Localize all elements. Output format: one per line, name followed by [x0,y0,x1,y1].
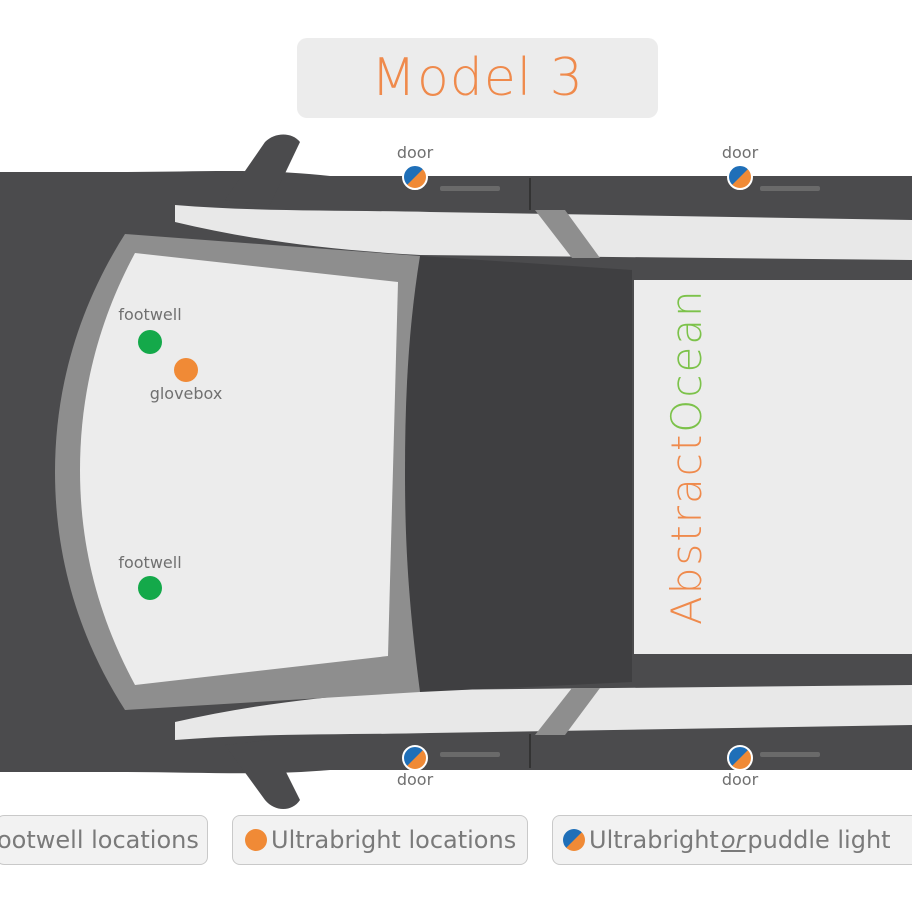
footwell-marker [138,330,162,354]
door-handle [440,752,500,757]
page-title: Model 3 [297,38,658,118]
puddle-light-marker [402,164,428,190]
glovebox-marker [174,358,198,382]
door-label: door [396,143,434,162]
pillar-bottom [535,688,600,735]
puddle-light-marker [727,164,753,190]
legend-footwell: ootwell locations [0,815,208,865]
side-window-top [175,205,912,260]
legend-puddle-label-2: puddle light [747,826,891,854]
door-handle [760,752,820,757]
door-handle [760,186,820,191]
puddle-light-marker [402,745,428,771]
legend-footwell-label: ootwell locations [0,826,199,854]
door-handle [440,186,500,191]
footwell-label: footwell [118,305,182,324]
rear-glass [634,280,912,654]
footwell-marker [138,576,162,600]
side-window-bottom [175,685,912,740]
windshield-glass [80,253,398,685]
glovebox-label: glovebox [149,384,223,403]
legend-puddle-label-1: Ultrabright [589,826,719,854]
orange-dot-icon [245,829,267,851]
legend-ultrabright: Ultrabright locations [232,815,528,865]
footwell-label: footwell [118,553,182,572]
door-label: door [721,770,759,789]
pillar-top [535,210,600,258]
mirror-bottom [225,740,300,809]
brand-part1: Abstract [662,432,711,625]
legend-puddle: Ultrabright or puddle light [552,815,912,865]
door-label: door [721,143,759,162]
legend-puddle-or: or [720,826,746,854]
legend-ultrabright-label: Ultrabright locations [271,826,517,854]
split-dot-icon [563,829,585,851]
mirror-top [225,134,300,205]
roof-dark [405,256,632,692]
brand-logo: AbstractOcean [662,288,711,625]
brand-part2: Ocean [662,288,711,433]
door-label: door [396,770,434,789]
puddle-light-marker [727,745,753,771]
